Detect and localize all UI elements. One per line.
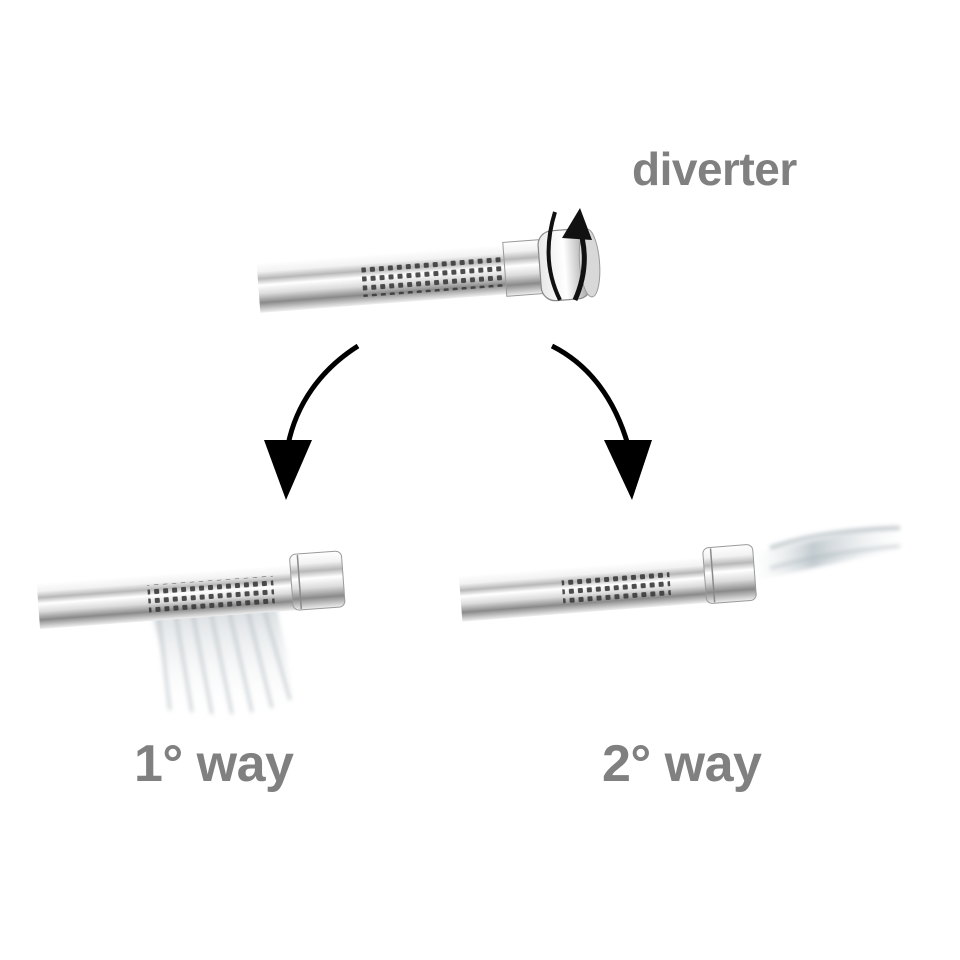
handshower-way-1 — [36, 550, 346, 720]
handshower-top — [256, 208, 601, 313]
way-1-label: 1° way — [134, 735, 294, 793]
diverter-label: diverter — [632, 143, 797, 195]
way-2-label: 2° way — [602, 735, 762, 793]
water-jet-icon — [752, 522, 905, 580]
nozzle-grid-icon — [361, 256, 512, 298]
curved-arrow-down-icon — [264, 343, 360, 500]
rain-spray-icon — [150, 600, 300, 720]
nozzle-grid-icon — [147, 575, 275, 614]
rotate-arrow-icon — [546, 208, 592, 302]
handshower-way-2 — [458, 522, 905, 622]
nozzle-grid-icon — [561, 569, 672, 606]
curved-arrow-down-icon — [550, 343, 652, 500]
